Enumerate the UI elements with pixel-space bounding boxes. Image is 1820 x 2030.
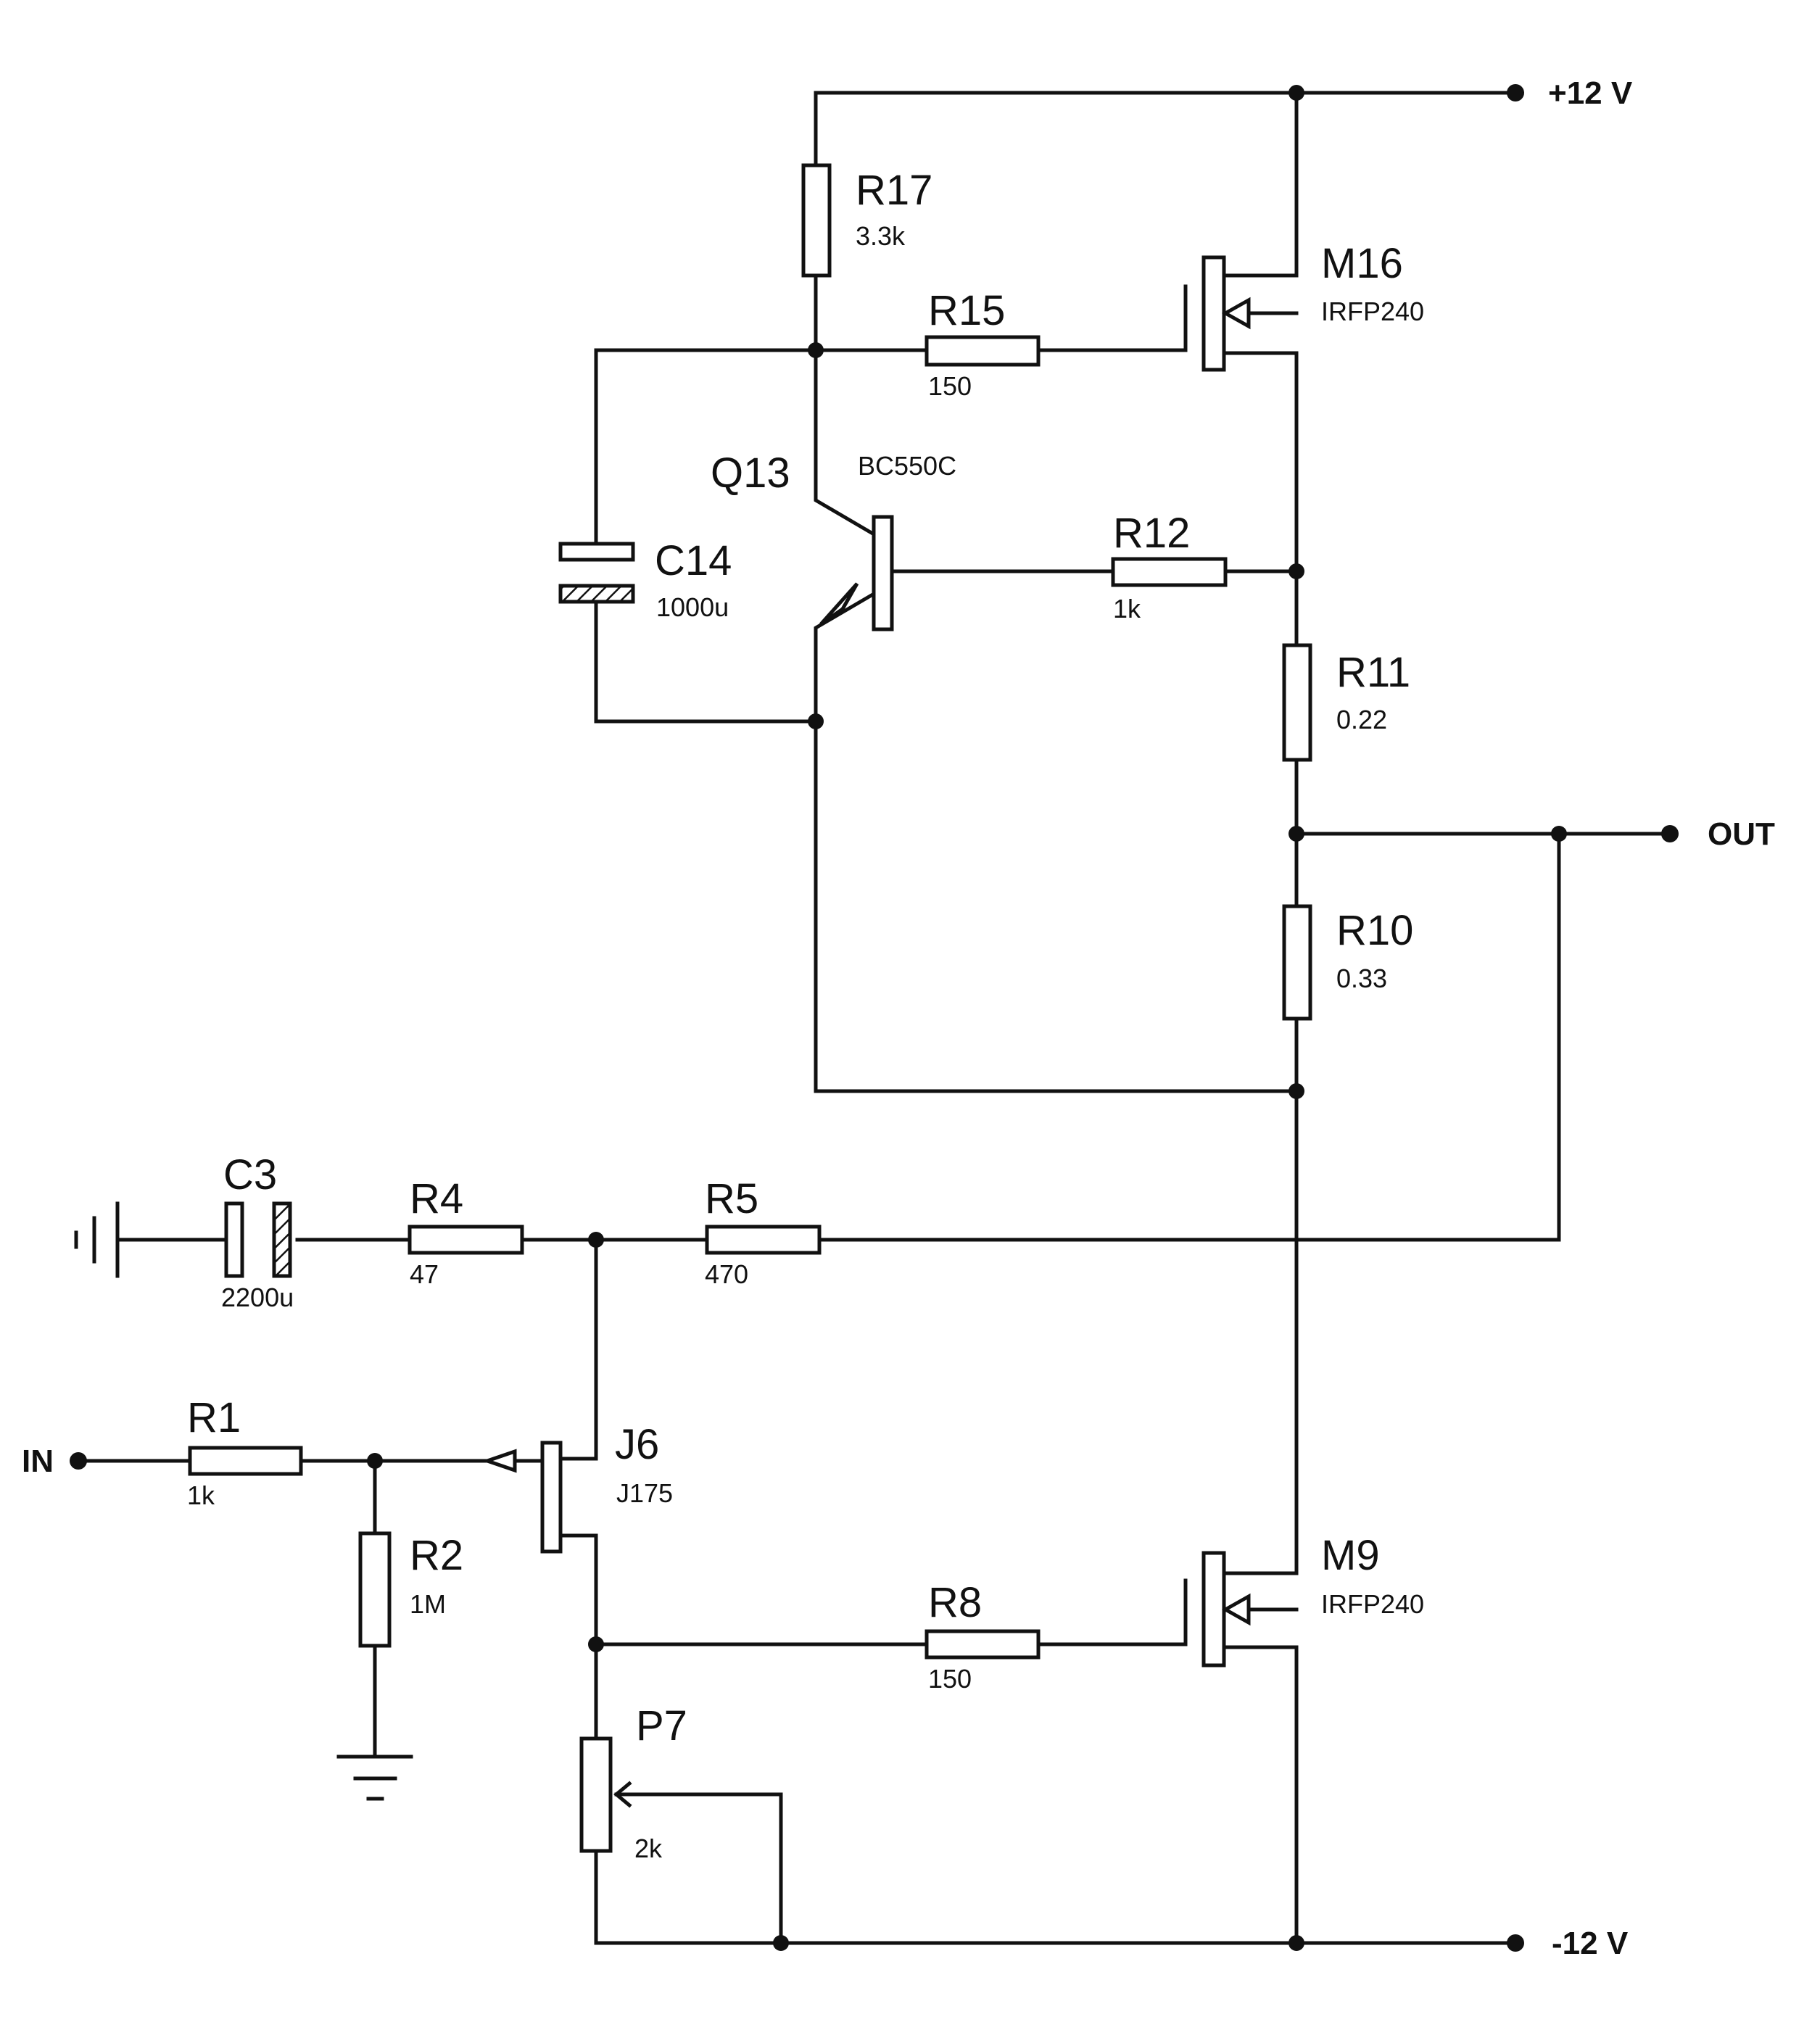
wire-q13-emitter xyxy=(814,590,1299,1093)
r10-ref-label: R10 xyxy=(1336,907,1413,954)
r15-ref-label: R15 xyxy=(928,287,1005,334)
wire-feedback xyxy=(819,832,1561,1242)
r2-ref-label: R2 xyxy=(410,1532,463,1579)
c3-value-label: 2200u xyxy=(221,1283,294,1312)
junction-dot xyxy=(808,713,824,729)
q13-ref-label: Q13 xyxy=(711,450,790,497)
wire-m16-source xyxy=(1223,351,1299,647)
p7-potentiometer-body xyxy=(579,1736,613,1853)
junction-dot xyxy=(1551,826,1567,842)
negative-rail-label: -12 V xyxy=(1552,1926,1629,1961)
p7-ref-label: P7 xyxy=(636,1702,687,1749)
r11-resistor-body xyxy=(1282,643,1312,762)
r1-ref-label: R1 xyxy=(187,1394,241,1441)
c14-ref-label: C14 xyxy=(655,537,732,584)
r17-ref-label: R17 xyxy=(856,167,932,214)
r12-ref-label: R12 xyxy=(1113,510,1190,557)
wire-r10-bottom xyxy=(1223,1016,1299,1575)
p7-wiper-arrow-icon xyxy=(613,1781,632,1808)
r2-resistor-body xyxy=(358,1531,392,1648)
ground-icon-c3 xyxy=(74,1201,120,1278)
r17-value-label: 3.3k xyxy=(856,221,906,251)
wire-p7-bottom xyxy=(594,1849,1518,1945)
r1-value-label: 1k xyxy=(187,1480,215,1510)
positive-rail-label: +12 V xyxy=(1548,75,1633,111)
r11-value-label: 0.22 xyxy=(1336,705,1387,734)
r15-value-label: 150 xyxy=(928,371,972,401)
r8-value-label: 150 xyxy=(928,1664,972,1694)
p7-value-label: 2k xyxy=(634,1834,663,1863)
m9-mosfet-symbol xyxy=(1183,1551,1299,1668)
q13-transistor-symbol xyxy=(819,515,894,631)
junction-dot xyxy=(1289,826,1304,842)
m9-ref-label: M9 xyxy=(1321,1532,1380,1579)
j6-ref-label: J6 xyxy=(615,1421,659,1468)
r11-ref-label: R11 xyxy=(1336,649,1410,696)
junction-dot xyxy=(1289,1935,1304,1951)
c14-value-label: 1000u xyxy=(656,592,729,622)
r4-resistor-body xyxy=(408,1225,524,1255)
wires xyxy=(76,91,1672,1945)
output-label: OUT xyxy=(1708,816,1775,852)
r12-resistor-body xyxy=(1111,557,1228,587)
r10-resistor-body xyxy=(1282,904,1312,1021)
r5-ref-label: R5 xyxy=(705,1175,758,1222)
junction-dot xyxy=(808,342,824,358)
wire-c14-bottom xyxy=(594,600,818,724)
output-terminal[interactable] xyxy=(1661,825,1679,842)
r5-value-label: 470 xyxy=(705,1259,748,1289)
junctions xyxy=(367,85,1567,1951)
c3-plate-positive xyxy=(224,1201,244,1278)
r8-resistor-body xyxy=(925,1629,1041,1660)
junction-dot xyxy=(1289,1083,1304,1099)
wire-j6-drain xyxy=(561,1238,598,1461)
r4-value-label: 47 xyxy=(410,1259,439,1289)
c3-plate-negative xyxy=(272,1201,292,1278)
c3-ref-label: C3 xyxy=(223,1151,277,1198)
r10-value-label: 0.33 xyxy=(1336,964,1387,993)
r8-ref-label: R8 xyxy=(928,1579,982,1626)
m16-part-label: IRFP240 xyxy=(1321,297,1424,326)
r1-resistor-body xyxy=(188,1446,303,1476)
junction-dot xyxy=(773,1935,789,1951)
wire-j6-source xyxy=(561,1533,598,1741)
negative-rail-terminal[interactable] xyxy=(1507,1934,1524,1952)
c14-plate-negative xyxy=(558,584,635,604)
r12-value-label: 1k xyxy=(1113,594,1141,624)
j6-jfet-symbol xyxy=(481,1441,563,1554)
wire-c14-top xyxy=(594,348,818,546)
junction-dot xyxy=(367,1453,383,1469)
j6-part-label: J175 xyxy=(616,1478,673,1508)
m16-mosfet-symbol xyxy=(1183,255,1299,372)
positive-rail-terminal[interactable] xyxy=(1507,84,1524,102)
junction-dot xyxy=(588,1636,604,1652)
r2-value-label: 1M xyxy=(410,1589,446,1619)
wire-p7-wiper xyxy=(614,1792,783,1945)
wire-m9-source xyxy=(1223,1645,1299,1945)
m9-part-label: IRFP240 xyxy=(1321,1589,1424,1619)
r15-resistor-body xyxy=(925,335,1041,367)
input-label: IN xyxy=(22,1443,54,1479)
junction-dot xyxy=(1289,85,1304,101)
r17-resistor-body xyxy=(801,163,832,278)
c14-plate-positive xyxy=(558,542,635,562)
r5-resistor-body xyxy=(705,1225,822,1255)
ground-icon-r2 xyxy=(336,1754,413,1801)
m16-ref-label: M16 xyxy=(1321,240,1403,287)
junction-dot xyxy=(1289,563,1304,579)
r4-ref-label: R4 xyxy=(410,1175,463,1222)
input-terminal[interactable] xyxy=(70,1452,87,1470)
wire-m16-drain xyxy=(1223,91,1299,278)
junction-dot xyxy=(588,1232,604,1248)
wire-q13-collector xyxy=(814,348,878,538)
q13-part-label: BC550C xyxy=(858,451,956,481)
